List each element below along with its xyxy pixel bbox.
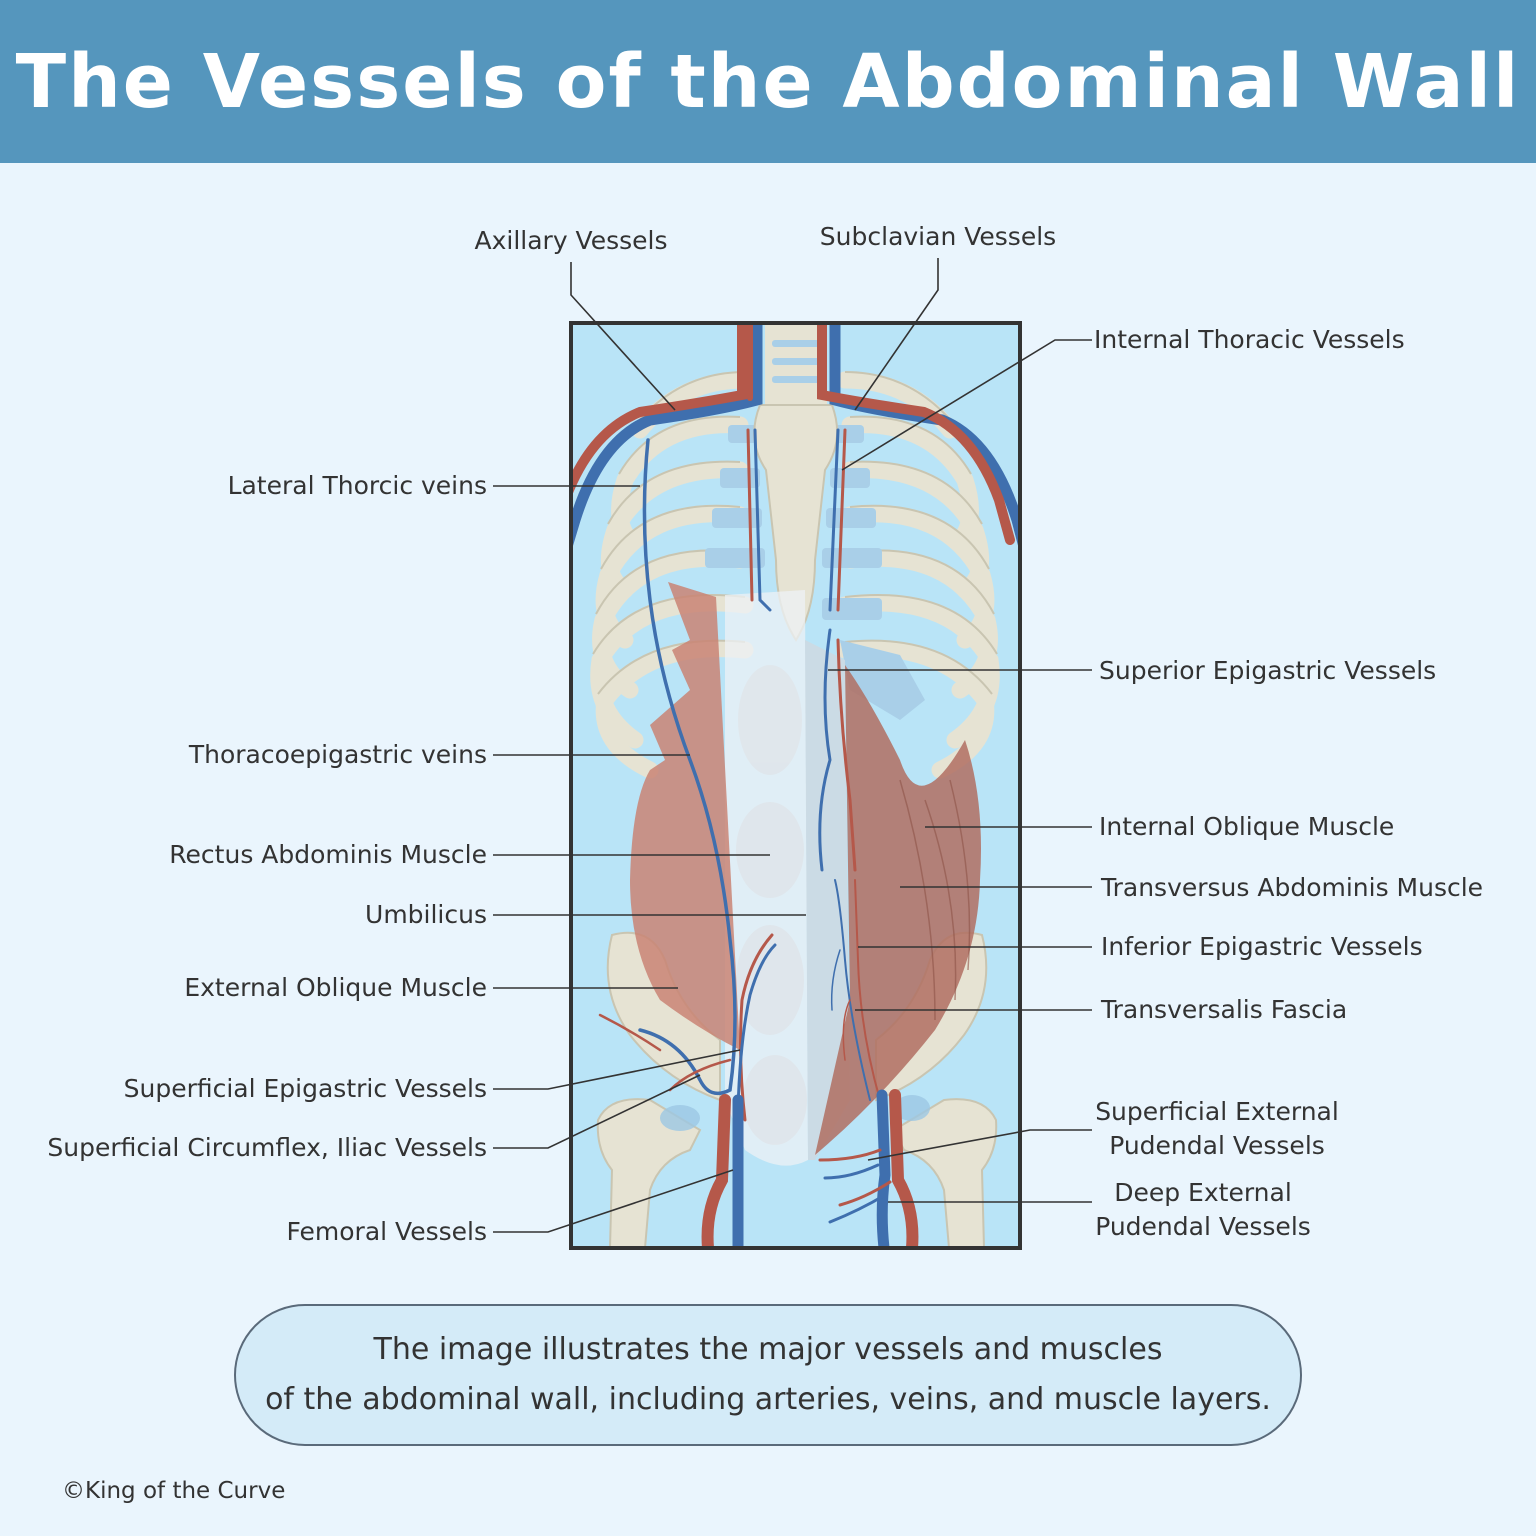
label-femoral-vessels: Femoral Vessels — [286, 1217, 487, 1246]
leader-femoral — [493, 1169, 734, 1233]
title-banner: The Vessels of the Abdominal Wall — [0, 0, 1536, 163]
left-femur — [596, 1098, 702, 1248]
label-superficial-epigastric-vessels: Superficial Epigastric Vessels — [123, 1074, 487, 1103]
copyright-notice: ©King of the Curve — [62, 1478, 286, 1504]
rectus-abdominis-segments — [736, 665, 807, 1145]
cervical-spine — [765, 323, 827, 413]
label-deep-external-pudendal-vessels: Deep External Pudendal Vessels — [1085, 1176, 1321, 1244]
label-subclavian-vessels: Subclavian Vessels — [819, 222, 1057, 251]
label-internal-oblique-muscle: Internal Oblique Muscle — [1099, 812, 1395, 841]
label-lateral-thoracic-veins: Lateral Thorcic veins — [227, 471, 487, 500]
caption-box: The image illustrates the major vessels … — [234, 1304, 1302, 1446]
label-superficial-external-pudendal-line1: Superficial External — [1095, 1097, 1339, 1126]
internal-oblique-muscle-shape — [815, 665, 981, 1155]
label-deep-external-pudendal-line2: Pudendal Vessels — [1095, 1212, 1311, 1241]
label-superficial-external-pudendal-vessels: Superficial External Pudendal Vessels — [1090, 1095, 1344, 1163]
right-ribs — [836, 371, 1000, 779]
label-superior-epigastric-vessels: Superior Epigastric Vessels — [1099, 656, 1437, 685]
label-transversus-abdominis-muscle: Transversus Abdominis Muscle — [1101, 873, 1484, 902]
label-thoracoepigastric-veins: Thoracoepigastric veins — [188, 740, 487, 769]
leader-internal-thoracic — [841, 339, 1092, 471]
label-deep-external-pudendal-line1: Deep External — [1114, 1178, 1292, 1207]
leader-superficial-epigastric — [493, 1049, 741, 1090]
leader-axillary — [570, 262, 676, 411]
muscle-fibers — [899, 779, 971, 1021]
caption-line-2: of the abdominal wall, including arterie… — [265, 1382, 1271, 1417]
label-transversalis-fascia: Transversalis Fascia — [1101, 995, 1348, 1024]
label-superficial-circumflex-iliac-vessels: Superficial Circumflex, Iliac Vessels — [47, 1133, 487, 1162]
label-rectus-abdominis-muscle: Rectus Abdominis Muscle — [169, 840, 487, 869]
label-axillary-vessels: Axillary Vessels — [474, 226, 668, 255]
label-internal-thoracic-vessels: Internal Thoracic Vessels — [1094, 325, 1405, 354]
right-femur — [892, 1098, 998, 1248]
leader-subclavian — [854, 258, 939, 411]
external-oblique-muscle-shape — [630, 582, 740, 1050]
label-external-oblique-muscle: External Oblique Muscle — [184, 973, 487, 1002]
illustration-frame — [569, 321, 1022, 1250]
leader-superficial-pudendal — [867, 1129, 1092, 1161]
transversalis-fascia-shape — [805, 640, 850, 1160]
leader-lines — [493, 258, 1092, 1233]
label-inferior-epigastric-vessels: Inferior Epigastric Vessels — [1101, 932, 1423, 961]
right-hip-joint — [894, 1095, 930, 1121]
label-superficial-external-pudendal-line2: Pudendal Vessels — [1109, 1131, 1325, 1160]
caption-line-1: The image illustrates the major vessels … — [373, 1332, 1163, 1367]
leader-superficial-circumflex — [493, 1074, 701, 1149]
right-ribs-outline — [844, 371, 998, 695]
label-umbilicus: Umbilicus — [365, 900, 487, 929]
page-title: The Vessels of the Abdominal Wall — [15, 38, 1521, 125]
anatomy-illustration — [569, 321, 1022, 1250]
vessels — [571, 323, 1020, 1248]
left-hip-joint — [660, 1105, 700, 1131]
